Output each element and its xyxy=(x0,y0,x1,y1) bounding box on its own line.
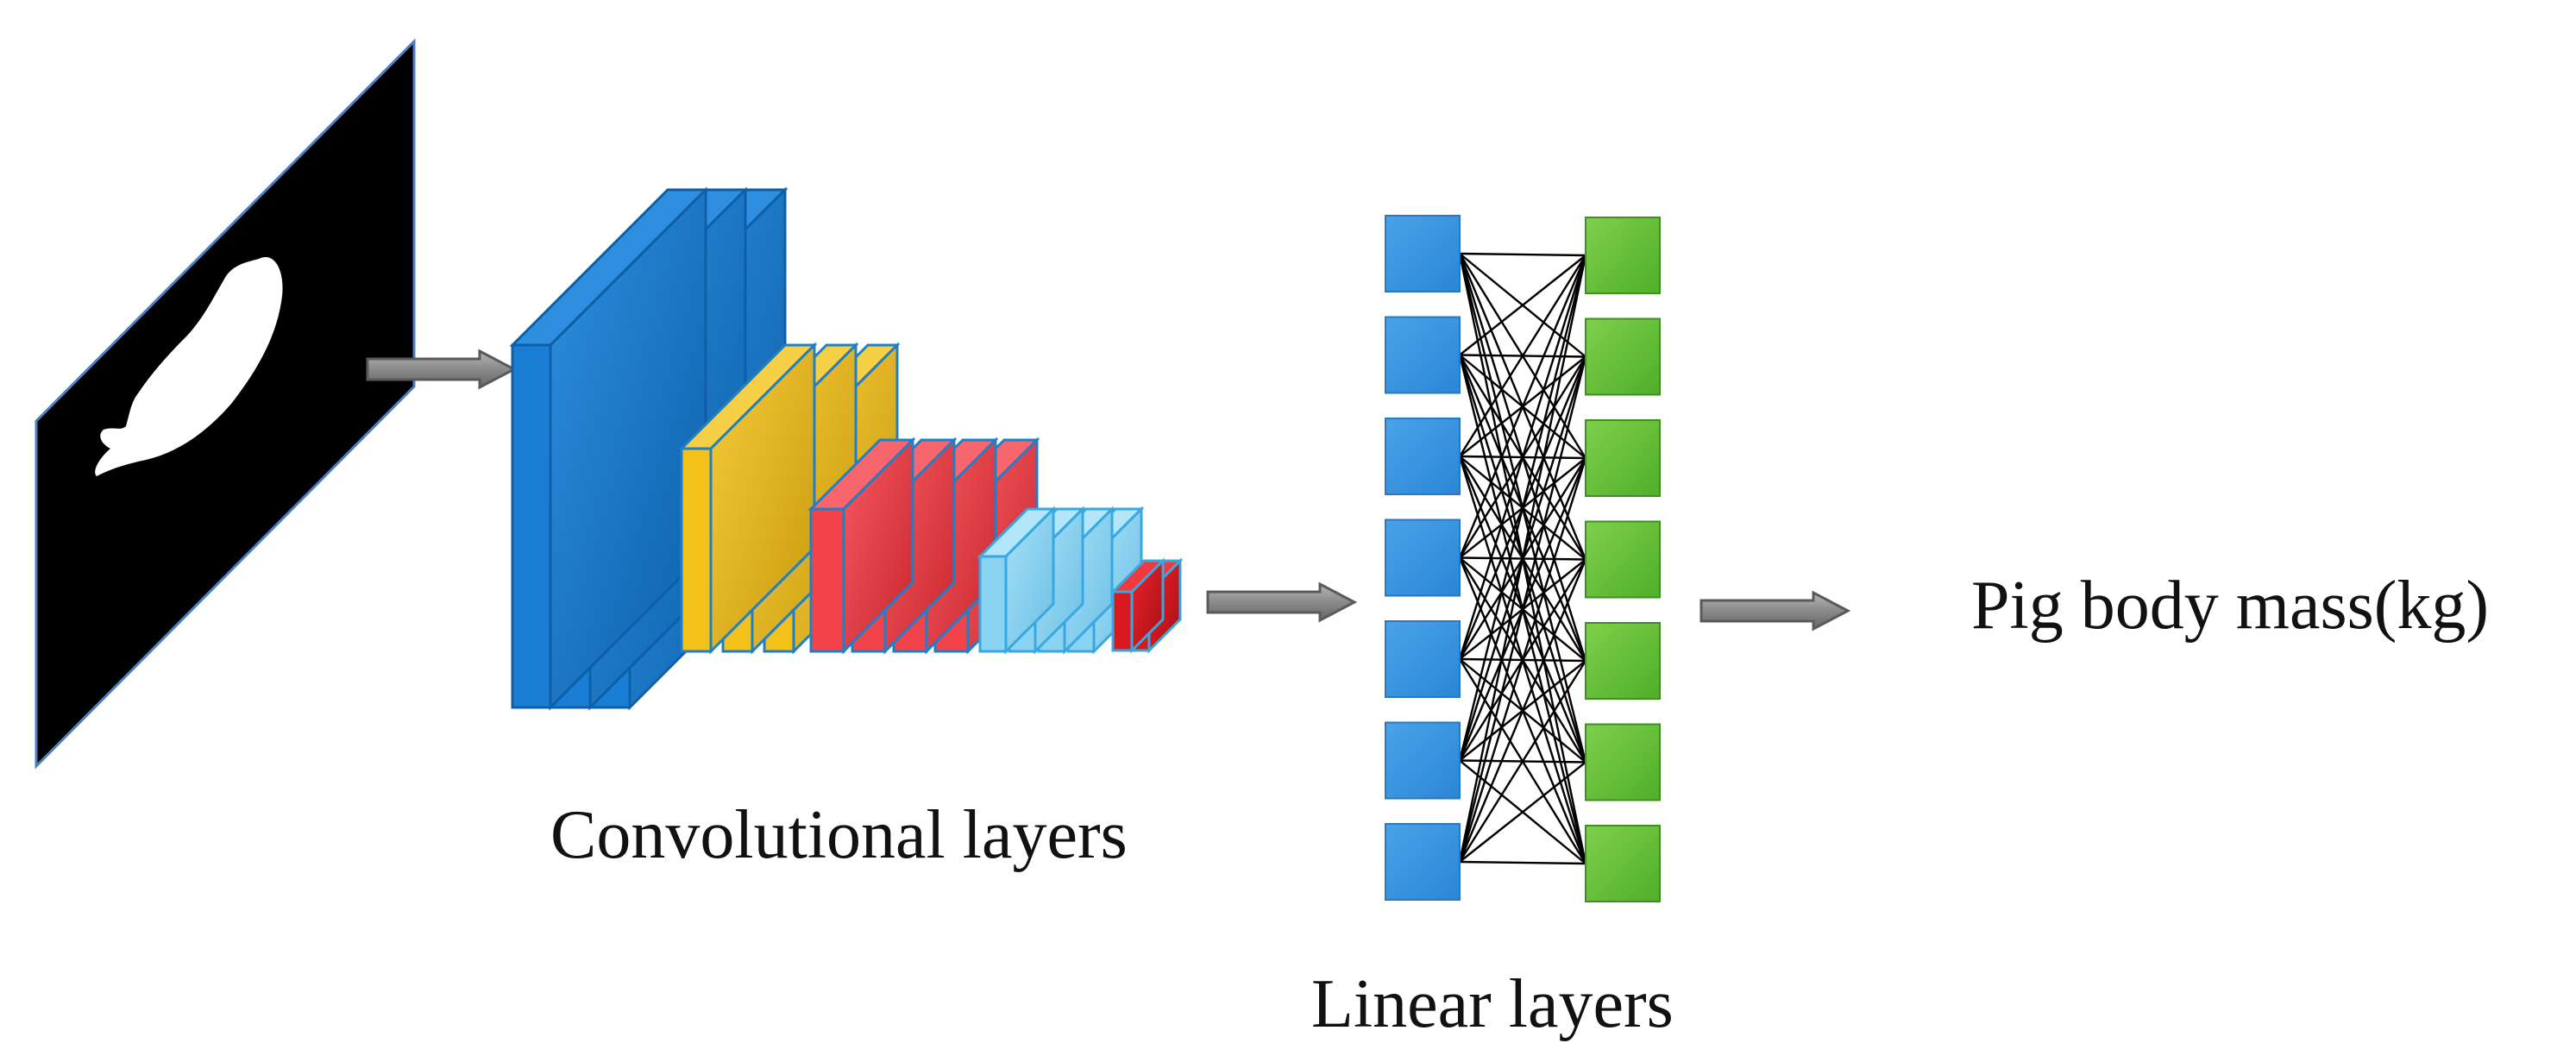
conv-block-5-slab xyxy=(1109,557,1166,654)
flow-arrows xyxy=(366,349,1851,632)
linear-output-node xyxy=(1585,825,1661,902)
linear-output-nodes xyxy=(1585,217,1661,902)
connection-line xyxy=(1458,255,1587,558)
right-arrow-icon xyxy=(1206,581,1358,623)
convolutional-layers xyxy=(509,186,1184,711)
input-image xyxy=(35,38,416,770)
linear-output-node xyxy=(1585,317,1661,396)
conv-block-1-slab xyxy=(509,186,709,711)
conv-block-5 xyxy=(1109,557,1184,654)
linear-input-node xyxy=(1385,823,1461,901)
right-arrow-icon xyxy=(366,349,518,390)
linear-output-node xyxy=(1585,723,1661,801)
conv-block-3-slab xyxy=(807,437,916,655)
connection-line xyxy=(1459,255,1586,356)
linear-input-node xyxy=(1385,721,1461,800)
connection-line xyxy=(1458,559,1587,863)
linear-output-node xyxy=(1585,419,1661,497)
pig-silhouette-icon xyxy=(95,256,283,476)
connection-line xyxy=(1459,252,1586,257)
connection-line xyxy=(1458,356,1587,863)
full-connections xyxy=(1458,252,1587,865)
linear-input-node xyxy=(1385,620,1461,698)
linear-input-node xyxy=(1385,215,1461,292)
linear-output-node xyxy=(1585,520,1661,599)
conv-block-3 xyxy=(807,437,1040,655)
linear-layers-label: Linear layers xyxy=(1311,966,1674,1042)
conv-block-2-slab xyxy=(678,342,818,655)
output-label: Pig body mass(kg) xyxy=(1971,568,2489,644)
connection-line xyxy=(1458,457,1587,863)
linear-output-node xyxy=(1585,622,1661,700)
conv-block-4-slab xyxy=(977,506,1057,655)
connection-line xyxy=(1458,255,1587,457)
linear-layers xyxy=(1385,215,1661,902)
linear-input-nodes xyxy=(1385,215,1461,901)
right-arrow-icon xyxy=(1700,590,1851,632)
linear-input-node xyxy=(1385,418,1461,495)
connection-line xyxy=(1458,255,1587,863)
linear-input-node xyxy=(1385,518,1461,597)
connection-line xyxy=(1459,761,1586,863)
linear-input-node xyxy=(1385,316,1461,394)
convolutional-layers-label: Convolutional layers xyxy=(550,797,1128,873)
connection-line xyxy=(1458,255,1587,761)
connection-line xyxy=(1458,255,1587,660)
connection-line xyxy=(1458,660,1587,863)
linear-output-node xyxy=(1585,217,1661,294)
connection-line xyxy=(1459,860,1586,865)
